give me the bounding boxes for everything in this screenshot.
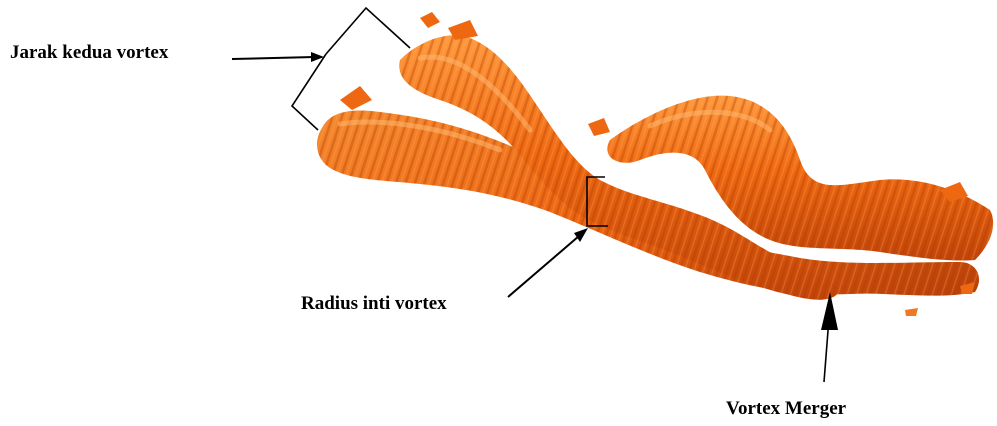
radius-arrow (508, 228, 588, 297)
merger-arrow (821, 292, 838, 382)
vortex-distance-label: Jarak kedua vortex (10, 43, 168, 62)
distance-arrow (232, 52, 324, 62)
vortex-merger-label: Vortex Merger (726, 399, 846, 418)
core-radius-label: Radius inti vortex (301, 294, 447, 313)
